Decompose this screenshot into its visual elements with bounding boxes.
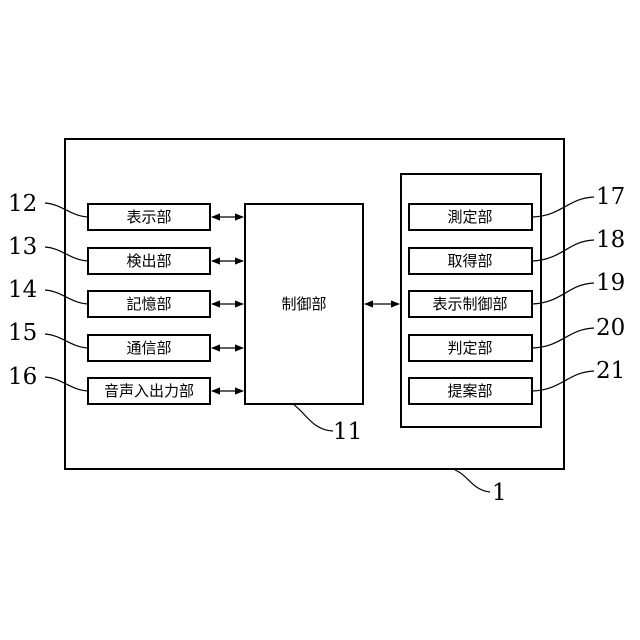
right-unit-label: 取得部 (447, 252, 492, 270)
left-unit-ref: 14 (8, 277, 37, 303)
right-unit-ref: 19 (596, 270, 625, 296)
right-unit-label: 表示制御部 (432, 295, 507, 313)
left-unit-label: 通信部 (126, 339, 171, 357)
left-unit-label: 表示部 (126, 208, 171, 226)
controller-ref: 11 (333, 419, 362, 445)
left-unit-ref: 13 (8, 234, 37, 260)
left-unit-ref: 16 (8, 364, 37, 390)
right-unit-ref: 20 (596, 315, 625, 341)
left-unit-ref: 15 (8, 320, 37, 346)
left-unit-label: 記憶部 (126, 295, 171, 313)
right-unit-ref: 17 (596, 184, 625, 210)
device-ref-leader (455, 470, 490, 492)
left-unit-label: 音声入出力部 (104, 382, 194, 400)
right-unit-ref: 18 (596, 227, 625, 253)
right-unit-ref: 21 (596, 358, 625, 384)
controller-label: 制御部 (281, 295, 326, 313)
left-unit-ref: 12 (8, 191, 37, 217)
device-ref: 1 (492, 480, 507, 506)
right-unit-label: 判定部 (447, 339, 492, 357)
right-unit-label: 測定部 (447, 208, 492, 226)
left-unit-label: 検出部 (126, 252, 171, 270)
right-unit-label: 提案部 (447, 382, 492, 400)
